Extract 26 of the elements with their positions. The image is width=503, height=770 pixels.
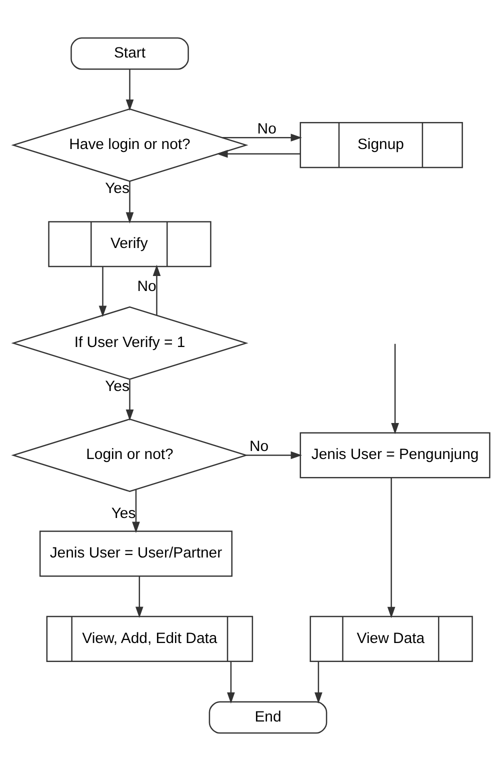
node-box: Start <box>70 36 189 70</box>
arrow <box>222 133 302 142</box>
arrow <box>314 661 322 704</box>
arrow <box>98 266 107 316</box>
arrow <box>126 180 134 224</box>
node-diamond: Have login or not? <box>11 108 248 182</box>
arrow <box>227 661 235 704</box>
arrow <box>246 450 302 459</box>
edge-label: Yes <box>105 179 130 196</box>
arrow <box>391 343 399 434</box>
arrow <box>126 69 134 110</box>
node-box: End <box>208 700 328 734</box>
edge-label: Yes <box>105 377 130 394</box>
arrow <box>132 489 140 532</box>
arrow <box>216 149 300 158</box>
node-box: Jenis User = User/Partner <box>39 530 232 576</box>
arrow <box>152 264 161 315</box>
edge-label: No <box>137 277 156 294</box>
edge-label: Yes <box>111 504 136 522</box>
edge-label: No <box>249 438 269 455</box>
node-box: Jenis User = Pengunjung <box>300 432 490 478</box>
node-diamond: Login or not? <box>11 418 248 492</box>
arrow <box>126 379 134 420</box>
edge-label: No <box>257 120 276 137</box>
arrow <box>387 477 396 618</box>
arrow <box>135 576 144 618</box>
